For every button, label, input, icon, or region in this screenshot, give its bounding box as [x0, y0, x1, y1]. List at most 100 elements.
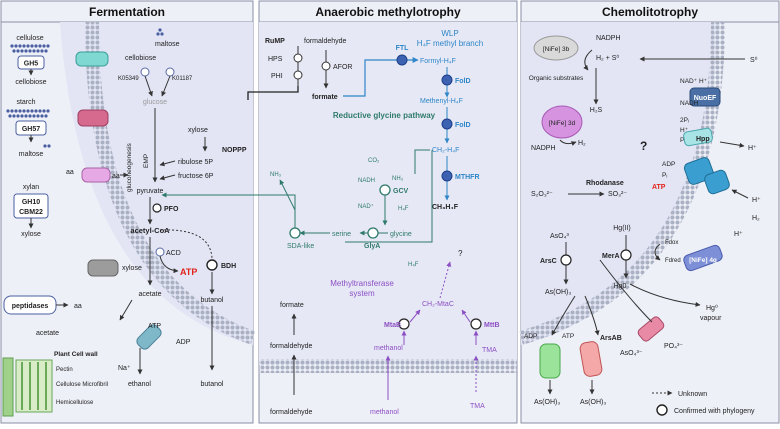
xylose-mem-label: xylose — [122, 265, 142, 272]
mtab-label: MtaB — [384, 322, 401, 329]
nadh-label: NADH — [680, 100, 699, 107]
gcv-phylogeny-marker — [379, 184, 391, 196]
glya-phylogeny-marker — [367, 227, 379, 239]
panel-title-fermentation: Fermentation — [89, 5, 165, 19]
mttb-phylogeny-marker — [470, 318, 482, 330]
glycine-label: glycine — [390, 231, 412, 238]
adp-label: ADP — [662, 161, 675, 168]
ch2-label: CH₂-H₄F — [432, 147, 459, 154]
sda-label: SDA-like — [287, 243, 314, 250]
aa-out-label: aa — [74, 303, 82, 310]
arsab-label: ArsAB — [600, 335, 622, 342]
formyl-label: Formyl-H₄F — [420, 58, 456, 65]
nadph2-label: NADPH — [531, 145, 556, 152]
rgp-line1-label: Reductive glycine pathway — [333, 111, 436, 120]
aa-transporter-icon — [81, 167, 111, 183]
hg0-vapour1-label: Hg⁰ — [706, 304, 718, 312]
nad-h-label: NAD⁺ H⁺ — [680, 78, 708, 85]
noppp-label: NOPPP — [222, 147, 247, 154]
fermentation-group: cellulose GH5 cellobiose starch GH57 mal… — [2, 28, 247, 417]
acetate-in-label: acetate — [139, 291, 162, 298]
nh3a-label: NH₃ — [392, 176, 404, 182]
glucose-label: glucose — [143, 99, 167, 106]
hg0-vapour2-label: vapour — [700, 315, 722, 322]
starch-beads-icon — [6, 109, 50, 118]
mttb-label: MttB — [484, 322, 500, 329]
atp-synthase-complex-icon — [683, 157, 730, 195]
nh3b-label: NH₃ — [270, 172, 282, 178]
panel-title-methylotrophy: Anaerobic methylotrophy — [315, 5, 461, 19]
maltose-in-label: maltose — [155, 41, 180, 48]
ferm-cytoplasm — [60, 22, 253, 345]
maltose-beads-icon — [43, 144, 51, 148]
panel-title-chemolithotrophy: Chemolitotrophy — [602, 5, 698, 19]
nadp-label: NAD⁺ — [358, 203, 374, 210]
butanol-in-label: butanol — [201, 297, 224, 304]
co2-label: CO₂ — [368, 158, 380, 164]
hps-marker — [293, 53, 303, 63]
hplus4-label: H⁺ — [734, 231, 743, 238]
glya-label: GlyA — [364, 243, 380, 250]
cellobiose-transporter-icon — [75, 51, 109, 67]
formaldehyde-out-label: formaldehyde — [270, 409, 313, 416]
nife3b-label: [NiFe] 3b — [543, 46, 570, 53]
atp-synthase-icon — [136, 324, 162, 350]
s2o3-label: S₂O₃²⁻ — [531, 191, 553, 198]
cellulose-label: cellulose — [16, 35, 43, 42]
xylose-out-label: xylose — [21, 231, 41, 238]
twopi-label: 2Pᵢ — [680, 117, 689, 124]
adp-label: ADP — [176, 339, 191, 346]
methylotrophy-group: RuMP formaldehyde HPS PHI AFOR formate F… — [161, 29, 500, 416]
pfo-phylogeny-marker — [152, 203, 162, 213]
formate-label: formate — [312, 94, 338, 101]
hemicellulose-label: Hemicellulose — [56, 400, 94, 406]
legend-confirmed-label: Confirmed with phylogeny — [674, 408, 755, 415]
mera-label: MerA — [602, 253, 620, 260]
h2s-label: H₂S — [590, 107, 603, 114]
asoh3-label: As(OH)₃ — [545, 289, 571, 296]
cellobiose-in-label: cellobiose — [125, 55, 156, 62]
nadh-label: NADH — [358, 178, 375, 184]
hg2-label: Hg(II) — [613, 225, 631, 232]
nadph1-label: NADPH — [596, 35, 621, 42]
chemo-cytoplasm — [521, 22, 720, 345]
mthfr-enzyme-icon — [441, 170, 453, 182]
hpp-pump-icon — [683, 127, 713, 147]
methanol-out-label: methanol — [370, 409, 399, 416]
pit-transporter-icon — [637, 316, 665, 342]
wlp-label: WLP — [441, 29, 458, 38]
h4f-branch-label: H₄F methyl branch — [417, 39, 483, 48]
maltose-in-beads-icon — [156, 28, 164, 36]
ftl-label: FTL — [396, 45, 410, 52]
chemo-question-label: ? — [640, 139, 647, 153]
asoh3-out1-label: As(OH)₃ — [534, 399, 560, 406]
gh5-label: GH5 — [24, 61, 39, 68]
xylan-label: xylan — [23, 184, 39, 191]
formaldehyde-in-label: formaldehyde — [270, 343, 313, 350]
h4f-a-label: H₄F — [398, 206, 409, 212]
cellulose-microfibril-label: Cellulose Microfibril — [56, 382, 108, 388]
nife4g-complex-icon — [683, 244, 723, 272]
acetate-out-label: acetate — [36, 330, 59, 337]
aa-mem-label: aa — [66, 169, 74, 176]
gcv-label: GCV — [393, 188, 409, 195]
hpp-label: Hpp — [696, 136, 710, 143]
formaldehyde-label: formaldehyde — [304, 38, 347, 45]
gh10-label: GH10 — [22, 199, 40, 206]
hplus3-label: H⁺ — [752, 197, 761, 204]
arsab-pump-icon — [579, 341, 603, 377]
organic-label: Organic substrates — [529, 75, 584, 82]
mts-line2-label: system — [349, 289, 375, 298]
h2-label: H₂ — [578, 140, 586, 147]
arsenite-atpase-icon — [539, 343, 561, 379]
afor-label: AFOR — [333, 64, 352, 71]
h2s-react-label: H₂ + S⁰ — [596, 54, 619, 62]
peptidases-label: peptidases — [12, 303, 49, 310]
nuoef-complex-icon — [689, 87, 721, 107]
nife3b-cloud-icon — [533, 35, 579, 61]
aa-in-label: aa — [112, 173, 120, 180]
fold1-label: FolD — [455, 78, 471, 85]
arsc-phylogeny-marker — [560, 254, 572, 266]
pyruvate-label: pyruvate — [137, 188, 164, 195]
